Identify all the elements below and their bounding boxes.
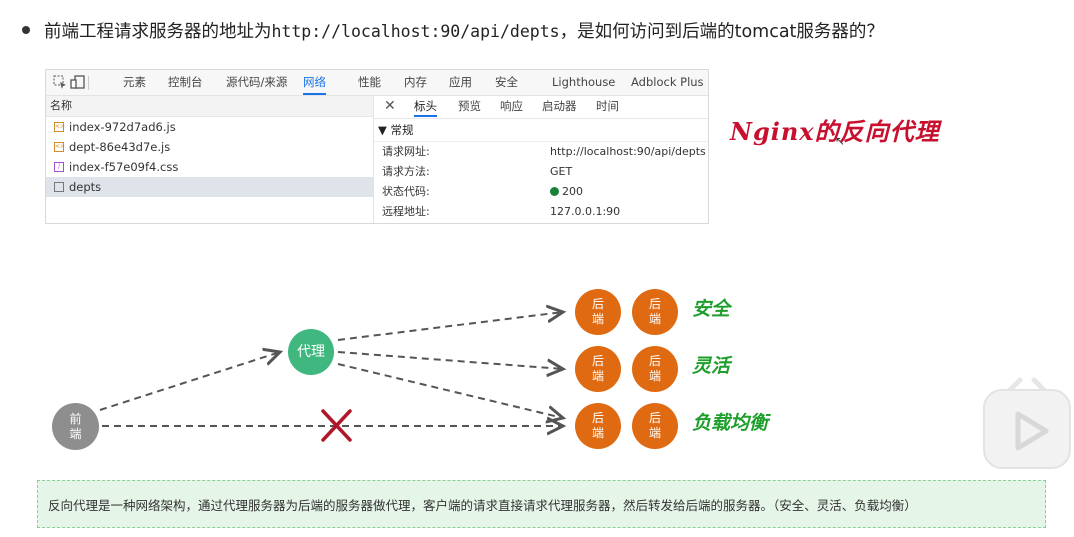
status-code-value-wrap: 200	[550, 182, 583, 202]
benefit-load-balancing: 负载均衡	[692, 412, 769, 434]
name-column-header[interactable]: 名称	[46, 96, 373, 117]
backend-node-label: 后 端	[648, 297, 661, 326]
definition-note-text: 反向代理是一种网络架构，通过代理服务器为后端的服务器做代理，客户端的请求直接请求…	[48, 497, 917, 513]
benefit-security: 安全	[692, 298, 731, 320]
backend-node-label: 后 端	[591, 411, 604, 440]
tab-application[interactable]: 应用	[449, 75, 472, 89]
toolbar-divider	[88, 76, 89, 90]
request-row[interactable]: <> dept-86e43d7e.js	[46, 137, 373, 157]
backend-node: 后 端	[575, 346, 621, 392]
video-player-play-icon[interactable]	[980, 372, 1074, 472]
status-ok-icon	[550, 187, 559, 196]
request-list: 名称 <> index-972d7ad6.js <> dept-86e43d7e…	[46, 96, 374, 223]
nginx-reverse-proxy-annotation: Nginx的反向代理	[730, 117, 940, 146]
inspect-element-icon[interactable]	[52, 74, 68, 90]
tab-sources[interactable]: 源代码/来源	[226, 75, 288, 89]
tab-console[interactable]: 控制台	[168, 75, 203, 89]
request-method-label: 请求方法:	[382, 165, 430, 178]
js-file-icon: <>	[54, 122, 66, 132]
tab-lighthouse[interactable]: Lighthouse	[552, 75, 616, 89]
document-file-icon	[54, 182, 64, 192]
devtools-panel: 元素 控制台 源代码/来源 网络 性能 内存 应用 安全 Lighthouse …	[45, 69, 709, 224]
tab-timing[interactable]: 时间	[596, 99, 619, 113]
status-code-row: 状态代码: 200	[374, 182, 708, 202]
request-method-value: GET	[550, 165, 573, 178]
bullet-icon	[22, 26, 30, 34]
backend-node-label: 后 端	[591, 354, 604, 383]
arrow-proxy-to-backend-2	[337, 351, 563, 369]
blocked-cross-icon	[321, 409, 352, 442]
proxy-node-label: 代理	[297, 343, 325, 360]
backend-node-label: 后 端	[648, 411, 661, 440]
details-tabs: ✕ 标头 预览 响应 启动器 时间	[374, 96, 708, 119]
tab-adblock-plus[interactable]: Adblock Plus	[631, 75, 704, 89]
request-row-selected[interactable]: depts	[46, 177, 373, 197]
remote-address-value: 127.0.0.1:90	[550, 205, 621, 218]
request-name: depts	[69, 180, 102, 194]
backend-node: 后 端	[632, 403, 678, 449]
status-code-label: 状态代码:	[382, 185, 430, 198]
proxy-node: 代理	[288, 329, 334, 375]
backend-node-label: 后 端	[648, 354, 661, 383]
remote-address-row: 远程地址: 127.0.0.1:90	[374, 202, 708, 222]
general-section-header[interactable]: ▼ 常规	[374, 119, 708, 142]
request-url-label: 请求网址:	[382, 145, 430, 158]
diagram-arrows	[99, 270, 1074, 442]
close-details-icon[interactable]: ✕	[384, 98, 396, 114]
tab-response[interactable]: 响应	[500, 99, 523, 113]
backend-node: 后 端	[632, 289, 678, 335]
request-url-row: 请求网址: http://localhost:90/api/depts	[374, 142, 708, 162]
css-file-icon: /	[54, 162, 64, 172]
benefit-flexibility: 灵活	[692, 355, 731, 377]
request-name: index-972d7ad6.js	[69, 120, 176, 134]
backend-node: 后 端	[575, 289, 621, 335]
tab-security[interactable]: 安全	[495, 75, 518, 89]
backend-node: 后 端	[575, 403, 621, 449]
tab-headers[interactable]: 标头	[414, 96, 437, 117]
tab-initiator[interactable]: 启动器	[542, 99, 577, 113]
status-code-value: 200	[562, 185, 583, 198]
question-text: 前端工程请求服务器的地址为http://localhost:90/api/dep…	[44, 18, 884, 43]
backend-node: 后 端	[632, 346, 678, 392]
mouse-cursor-icon: ↖	[835, 134, 846, 148]
tab-network[interactable]: 网络	[303, 70, 326, 95]
frontend-node: 前 端	[52, 403, 99, 450]
reverse-proxy-diagram: 前 端 代理 后 端 后 端 后 端 后 端 后 端 后 端 安全 灵活 负载均…	[0, 270, 1074, 470]
request-method-row: 请求方法: GET	[374, 162, 708, 182]
tab-preview[interactable]: 预览	[458, 99, 481, 113]
question-line: 前端工程请求服务器的地址为http://localhost:90/api/dep…	[22, 14, 1067, 46]
tab-elements[interactable]: 元素	[123, 75, 146, 89]
backend-node-label: 后 端	[591, 297, 604, 326]
tab-performance[interactable]: 性能	[358, 75, 381, 89]
arrow-proxy-to-backend-1	[337, 312, 563, 341]
request-url-value: http://localhost:90/api/depts	[550, 145, 706, 158]
device-toolbar-icon[interactable]	[70, 74, 86, 90]
tab-memory[interactable]: 内存	[404, 75, 427, 89]
remote-address-label: 远程地址:	[382, 205, 430, 218]
request-name: dept-86e43d7e.js	[69, 140, 171, 154]
arrow-front-to-proxy	[99, 352, 280, 411]
question-suffix: ，是如何访问到后端的tomcat服务器的？	[559, 21, 884, 42]
frontend-node-label: 前 端	[69, 411, 82, 441]
request-row[interactable]: <> index-972d7ad6.js	[46, 117, 373, 137]
question-url: http://localhost:90/api/depts	[271, 21, 560, 41]
arrow-proxy-to-backend-3	[337, 363, 563, 418]
request-name: index-f57e09f4.css	[69, 160, 179, 174]
question-prefix: 前端工程请求服务器的地址为	[44, 21, 272, 42]
request-row[interactable]: / index-f57e09f4.css	[46, 157, 373, 177]
js-file-icon: <>	[54, 142, 66, 152]
definition-note: 反向代理是一种网络架构，通过代理服务器为后端的服务器做代理，客户端的请求直接请求…	[37, 480, 1046, 528]
request-details: ✕ 标头 预览 响应 启动器 时间 ▼ 常规 请求网址: http://loca…	[374, 96, 708, 223]
devtools-toolbar: 元素 控制台 源代码/来源 网络 性能 内存 应用 安全 Lighthouse …	[46, 70, 708, 96]
